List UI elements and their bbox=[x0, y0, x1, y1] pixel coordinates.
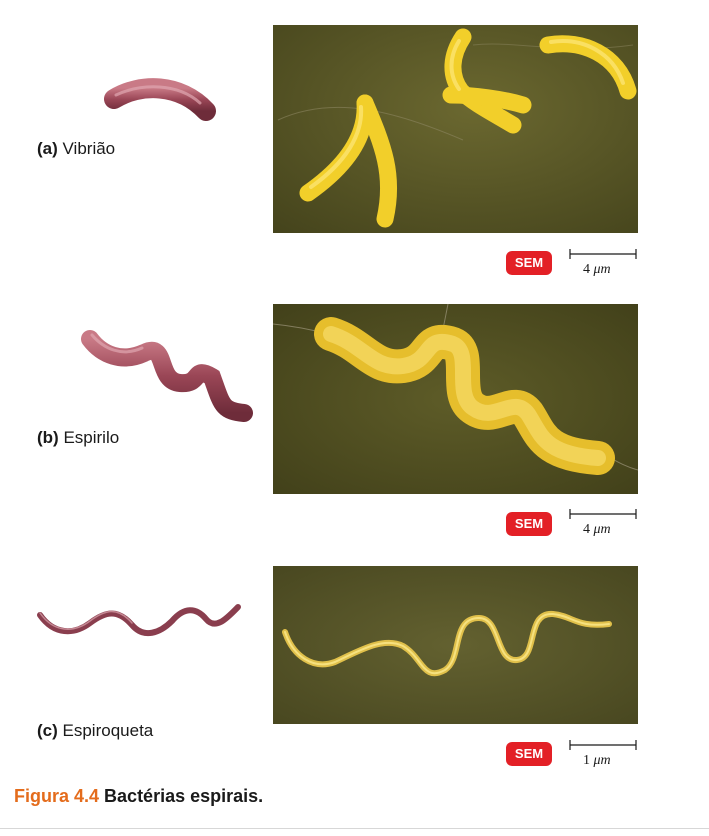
panel-a-name: Vibrião bbox=[62, 139, 116, 158]
panel-b-name: Espirilo bbox=[63, 428, 120, 447]
figure-caption: Figura 4.4 Bactérias espirais. bbox=[14, 786, 263, 807]
vibrio-illustration bbox=[104, 78, 216, 121]
panel-spirillum: (b) Espirilo SEM 4 μm bbox=[0, 290, 709, 550]
scale-value-c: 1 bbox=[583, 753, 590, 768]
scale-bar-a bbox=[569, 249, 637, 259]
scale-label-b: 4 μm bbox=[583, 522, 611, 538]
spirillum-illustration bbox=[81, 330, 253, 422]
caption-divider bbox=[0, 828, 709, 829]
panel-vibrio: (a) Vibrião SEM 4 μm bbox=[0, 0, 709, 290]
spirillum-micrograph bbox=[273, 304, 638, 494]
panel-a-letter: (a) bbox=[37, 139, 58, 158]
scale-unit-a: μm bbox=[593, 262, 611, 277]
panel-b-label: (b) Espirilo bbox=[37, 428, 119, 448]
scale-value-b: 4 bbox=[583, 522, 590, 537]
scale-unit-c: μm bbox=[593, 753, 611, 768]
panel-b-letter: (b) bbox=[37, 428, 59, 447]
figure-title: Bactérias espirais. bbox=[104, 786, 264, 806]
spirochete-illustration bbox=[37, 604, 241, 637]
scale-bar-c bbox=[569, 740, 637, 750]
panel-spirochete: (c) Espiroqueta SEM 1 μm bbox=[0, 550, 709, 780]
sem-badge-c: SEM bbox=[506, 742, 552, 766]
vibrio-micrograph bbox=[273, 25, 638, 233]
scale-unit-b: μm bbox=[593, 522, 611, 537]
scale-label-c: 1 μm bbox=[583, 753, 611, 769]
scale-label-a: 4 μm bbox=[583, 262, 611, 278]
sem-badge-b: SEM bbox=[506, 512, 552, 536]
panel-c-letter: (c) bbox=[37, 721, 58, 740]
scale-value-a: 4 bbox=[583, 262, 590, 277]
spirochete-micrograph bbox=[273, 566, 638, 724]
panel-a-label: (a) Vibrião bbox=[37, 139, 115, 159]
figure-number: Figura 4.4 bbox=[14, 786, 100, 806]
panel-c-label: (c) Espiroqueta bbox=[37, 721, 153, 741]
panel-c-name: Espiroqueta bbox=[62, 721, 154, 740]
scale-bar-b bbox=[569, 509, 637, 519]
sem-badge-a: SEM bbox=[506, 251, 552, 275]
